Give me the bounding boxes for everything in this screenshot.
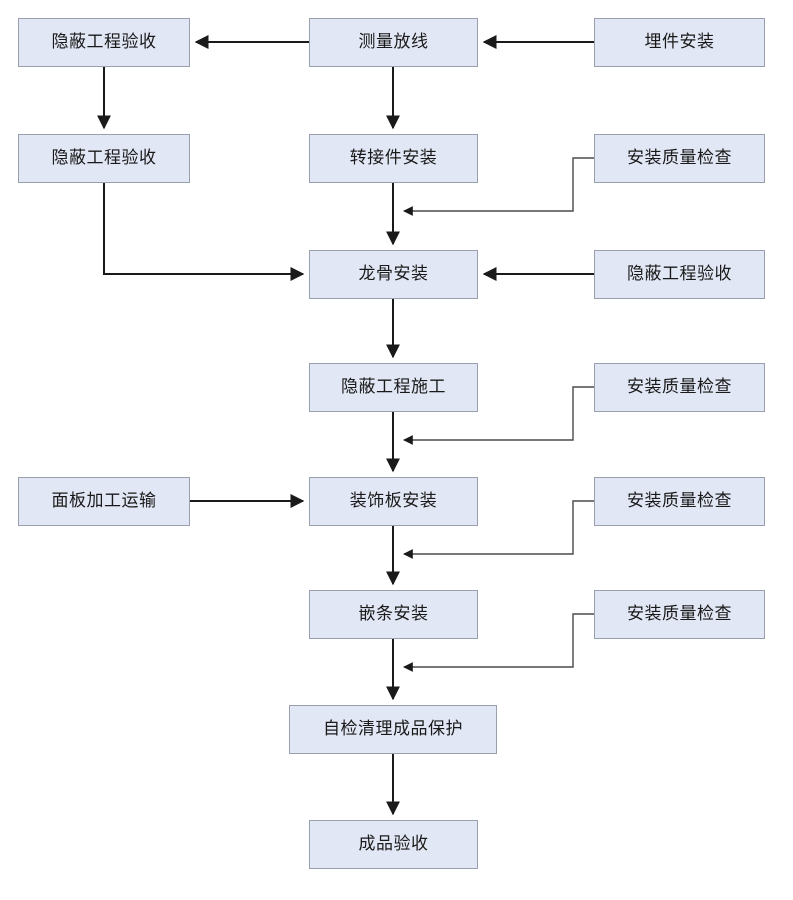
process-node-label: 安装质量检查 [627, 491, 732, 511]
process-node-n10[interactable]: 安装质量检查 [594, 363, 765, 412]
process-node-label: 埋件安装 [644, 32, 715, 52]
process-node-n5[interactable]: 转接件安装 [309, 134, 478, 183]
process-node-label: 安装质量检查 [627, 377, 732, 397]
process-node-n12[interactable]: 装饰板安装 [309, 477, 478, 526]
process-node-label: 隐蔽工程施工 [341, 377, 446, 397]
process-node-n7[interactable]: 龙骨安装 [309, 250, 478, 299]
edge-yinbi2-to-longgu [103, 183, 305, 281]
process-node-n17[interactable]: 成品验收 [309, 820, 478, 869]
process-node-n6[interactable]: 安装质量检查 [594, 134, 765, 183]
process-node-n3[interactable]: 埋件安装 [594, 18, 765, 67]
process-node-label: 装饰板安装 [349, 491, 438, 511]
process-node-label: 面板加工运输 [51, 491, 157, 511]
process-node-n4[interactable]: 隐蔽工程验收 [18, 134, 190, 183]
process-node-label: 成品验收 [358, 834, 429, 854]
process-node-label: 安装质量检查 [627, 604, 732, 624]
process-node-label: 隐蔽工程验收 [627, 264, 732, 284]
process-node-n15[interactable]: 安装质量检查 [594, 590, 765, 639]
process-node-n1[interactable]: 隐蔽工程验收 [18, 18, 190, 67]
process-node-label: 隐蔽工程验收 [51, 32, 157, 52]
process-node-n8[interactable]: 隐蔽工程验收 [594, 250, 765, 299]
process-node-label: 龙骨安装 [358, 264, 429, 284]
process-node-label: 嵌条安装 [358, 604, 429, 624]
process-node-label: 隐蔽工程验收 [51, 148, 157, 168]
process-node-n9[interactable]: 隐蔽工程施工 [309, 363, 478, 412]
process-node-n13[interactable]: 安装质量检查 [594, 477, 765, 526]
process-node-n16[interactable]: 自检清理成品保护 [289, 705, 497, 754]
process-node-n11[interactable]: 面板加工运输 [18, 477, 190, 526]
process-node-n2[interactable]: 测量放线 [309, 18, 478, 67]
process-node-label: 测量放线 [358, 32, 429, 52]
process-node-label: 转接件安装 [349, 148, 438, 168]
process-node-n14[interactable]: 嵌条安装 [309, 590, 478, 639]
process-node-label: 自检清理成品保护 [323, 719, 463, 739]
process-node-label: 安装质量检查 [627, 148, 732, 168]
